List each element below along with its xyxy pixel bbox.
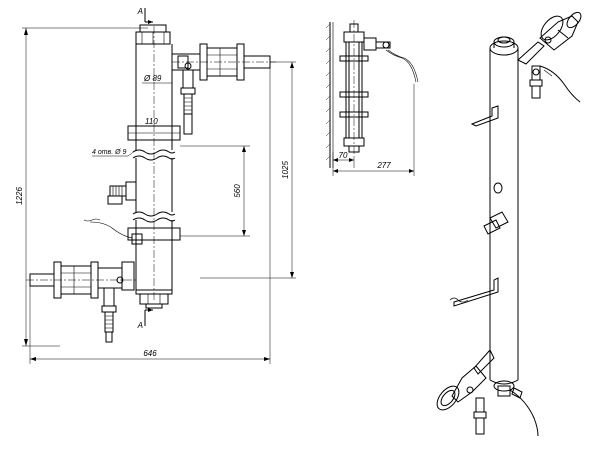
main-tube bbox=[132, 26, 176, 300]
top-cap bbox=[135, 24, 171, 45]
holes-callout: 4 отв. Ø 9 bbox=[92, 149, 137, 157]
isometric-view bbox=[436, 11, 582, 437]
section-mark-top: А bbox=[137, 7, 153, 24]
wall-offset-label: 70 bbox=[339, 151, 348, 160]
body-width-label: 110 bbox=[145, 117, 158, 126]
bottom-outlet-assembly bbox=[26, 261, 136, 343]
lower-mount-bracket bbox=[83, 218, 181, 245]
diameter-label: Ø 89 bbox=[143, 74, 162, 83]
connection-height-dimension: 1025 bbox=[200, 61, 296, 279]
mount-spacing-label: 560 bbox=[233, 184, 242, 198]
mount-spacing-dimension: 560 bbox=[180, 145, 250, 237]
section-mark-bottom-label: А bbox=[137, 321, 143, 330]
section-mark-top-label: А bbox=[137, 7, 143, 16]
side-view: 70 277 bbox=[325, 20, 419, 176]
section-mark-bottom: А bbox=[137, 308, 153, 330]
front-view: 1226 А bbox=[15, 7, 296, 364]
side-dimensions: 70 277 bbox=[332, 84, 415, 176]
top-outlet-assembly bbox=[172, 43, 276, 135]
holes-label: 4 отв. Ø 9 bbox=[92, 149, 126, 156]
overall-width-label: 646 bbox=[143, 349, 157, 358]
middle-sensor bbox=[107, 181, 137, 205]
overall-height-label: 1226 bbox=[15, 187, 24, 205]
upper-mount-bracket: 110 bbox=[127, 117, 181, 141]
bottom-cap bbox=[135, 289, 173, 309]
overall-height-dimension: 1226 bbox=[15, 27, 148, 347]
overall-width-dimension: 646 bbox=[29, 68, 271, 364]
depth-label: 277 bbox=[376, 161, 391, 170]
connection-height-label: 1025 bbox=[281, 161, 290, 179]
